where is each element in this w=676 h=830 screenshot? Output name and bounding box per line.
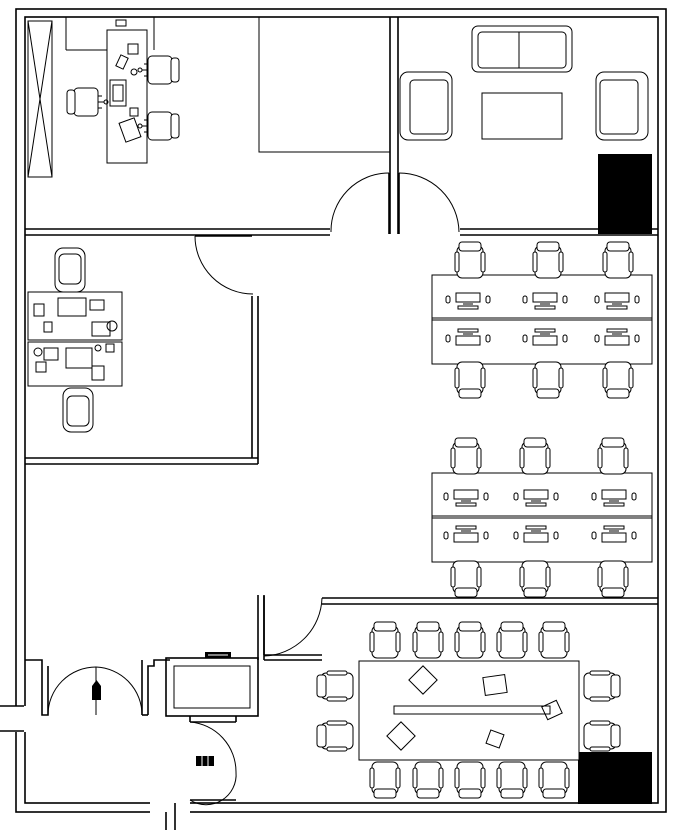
workstation-cluster	[431, 437, 653, 598]
executive-desk	[106, 29, 148, 164]
equipment-icon	[196, 756, 214, 766]
structural-column	[598, 154, 652, 234]
open-workspace	[431, 241, 653, 598]
coffee-table	[481, 92, 563, 140]
reception-counter	[165, 657, 259, 717]
wall-socket-icon	[115, 19, 127, 27]
workstation-cluster	[431, 241, 653, 399]
door-lower-passage[interactable]	[189, 721, 237, 806]
office-chair-top	[54, 247, 86, 293]
twin-desk-office-room	[25, 247, 259, 465]
door-lounge[interactable]	[398, 172, 460, 234]
office-chair-bottom	[62, 387, 94, 433]
lounge-room	[399, 25, 658, 236]
lounge-armchair	[399, 71, 453, 141]
door-meeting-room[interactable]	[263, 596, 323, 657]
door-twin-desk-office[interactable]	[194, 235, 254, 295]
twin-desk-bottom	[27, 341, 123, 387]
outer-walls	[0, 8, 667, 830]
structural-column	[578, 752, 652, 804]
door-main-entrance[interactable]	[47, 666, 143, 716]
conference-table	[358, 660, 580, 761]
door-executive-office[interactable]	[330, 172, 390, 234]
lounge-sofa	[471, 25, 573, 73]
manager-chair	[66, 87, 109, 117]
storage-cabinet	[27, 20, 53, 178]
closet-room	[258, 17, 390, 153]
lounge-armchair	[595, 71, 649, 141]
executive-office-room	[25, 17, 399, 236]
meeting-room	[257, 595, 658, 804]
